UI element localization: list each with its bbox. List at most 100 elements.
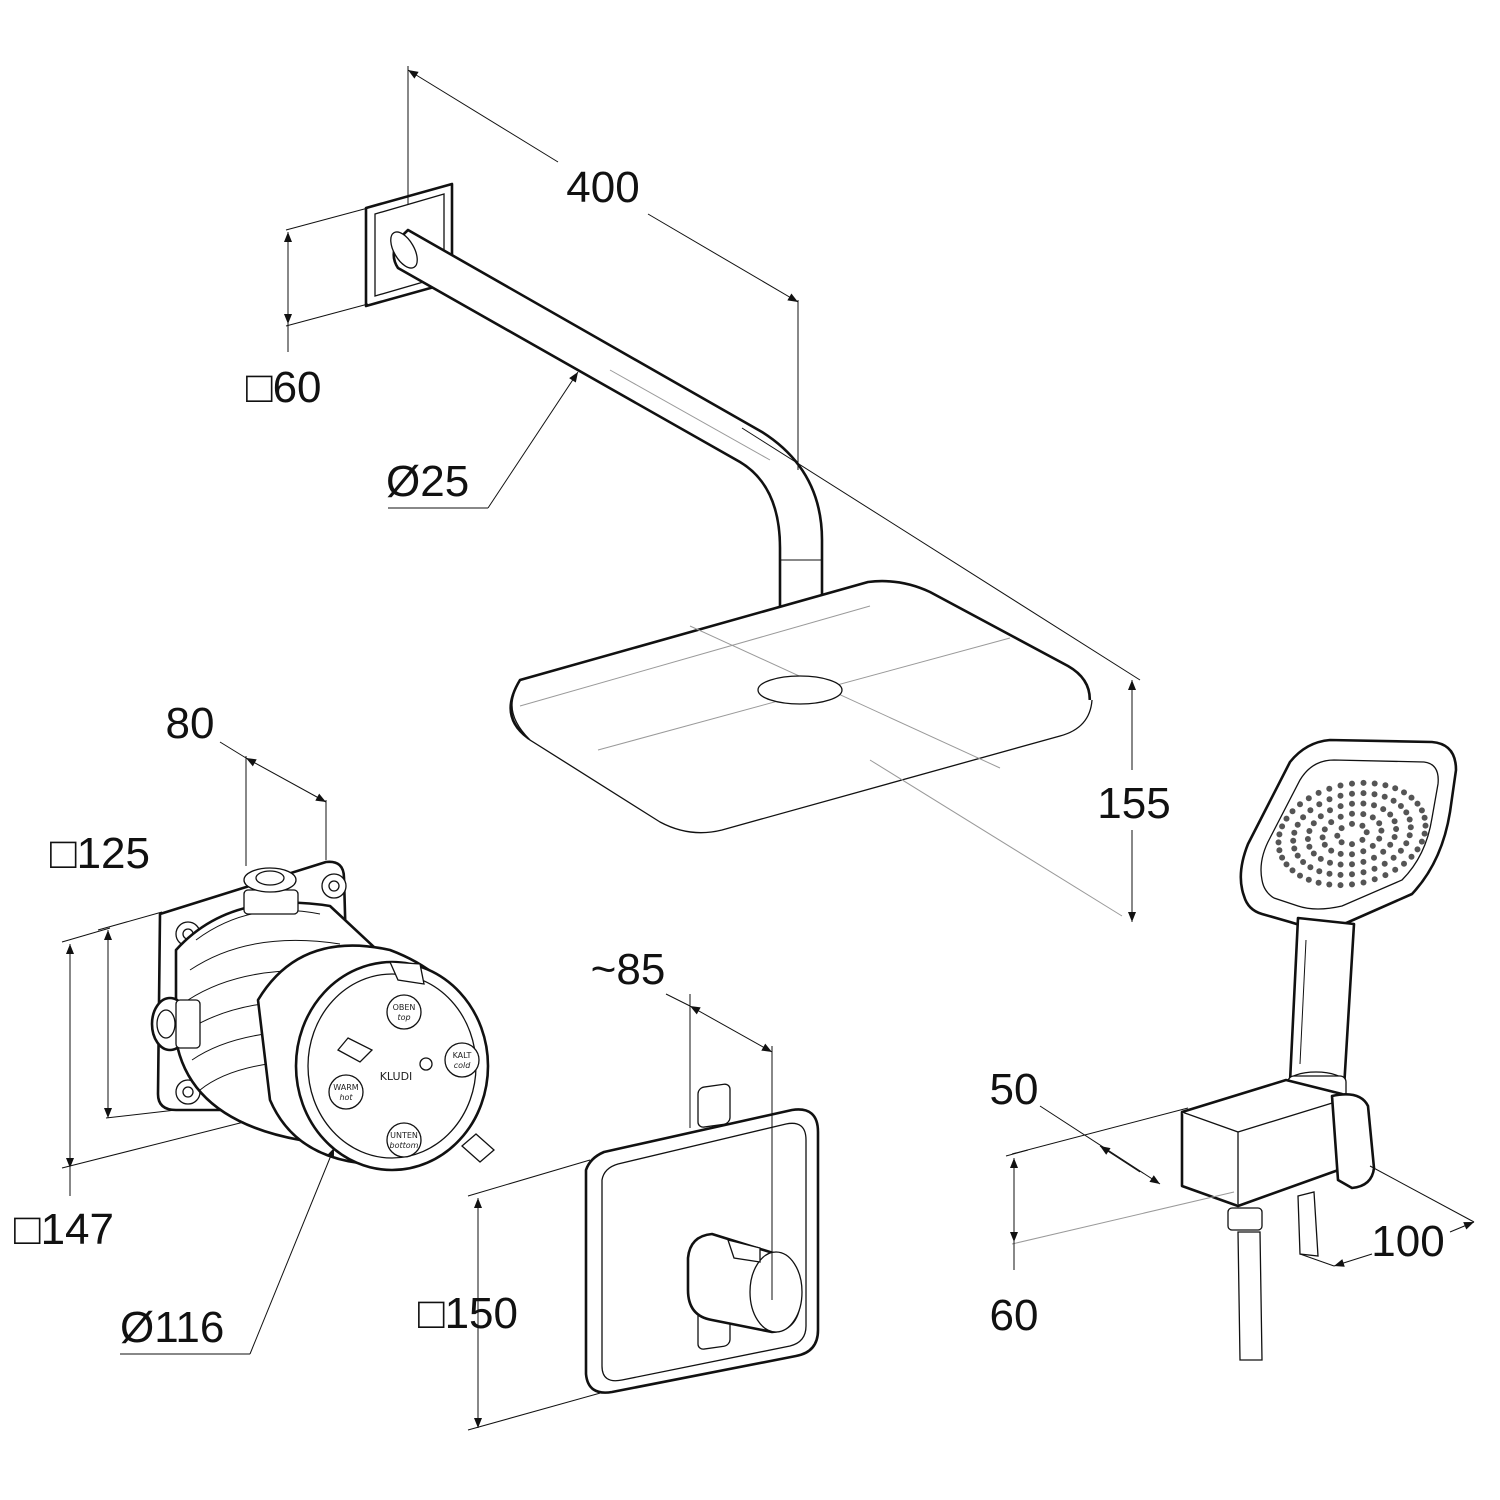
- nozzle-dot: [1310, 820, 1317, 827]
- nozzle-dot: [1337, 782, 1344, 789]
- nozzle-dot: [1317, 855, 1324, 862]
- nozzle-dot: [1337, 803, 1344, 810]
- nozzle-dot: [1371, 854, 1377, 861]
- nozzle-dot: [1406, 816, 1413, 823]
- nozzle-dot: [1363, 829, 1370, 836]
- dim-body-diameter-label: Ø116: [120, 1303, 224, 1352]
- label-bottom-de: UNTEN: [390, 1131, 418, 1140]
- nozzle-dot: [1421, 830, 1428, 837]
- nozzle-dot: [1422, 822, 1429, 829]
- nozzle-dot: [1387, 841, 1394, 848]
- dim-arm-diameter: Ø25: [386, 371, 579, 509]
- dim-wall-flange: □60: [246, 207, 369, 412]
- nozzle-dot: [1359, 836, 1366, 843]
- nozzle-dot: [1337, 861, 1344, 868]
- nozzle-dot: [1327, 859, 1333, 866]
- nozzle-dot: [1381, 793, 1388, 800]
- dim-cover-size-label: □150: [418, 1289, 518, 1338]
- nozzle-dot: [1349, 790, 1355, 797]
- nozzle-dot: [1326, 881, 1333, 888]
- nozzle-dot: [1392, 866, 1399, 873]
- nozzle-dot: [1387, 811, 1394, 818]
- nozzle-dot: [1279, 823, 1286, 830]
- concealed-body: OBEN top KALT cold WARM hot UNTEN bottom…: [14, 699, 495, 1355]
- label-bottom-en: bottom: [390, 1141, 419, 1150]
- nozzle-dot: [1315, 789, 1322, 796]
- nozzle-dot: [1305, 876, 1312, 883]
- nozzle-dot: [1349, 800, 1355, 807]
- label-hot-en: hot: [339, 1093, 353, 1102]
- shower-head: [509, 579, 1123, 917]
- dim-holder-length-label: 100: [1371, 1217, 1444, 1266]
- nozzle-dot: [1378, 827, 1385, 834]
- nozzle-dot: [1349, 881, 1355, 888]
- nozzle-dot: [1326, 870, 1333, 877]
- nozzle-dot: [1275, 839, 1282, 846]
- nozzle-dot: [1408, 853, 1415, 860]
- overhead-shower: 400 □60 Ø25 155: [246, 66, 1171, 922]
- dim-arm-diameter-label: Ø25: [386, 457, 469, 506]
- nozzle-dot: [1307, 807, 1314, 814]
- nozzle-dot: [1421, 814, 1428, 821]
- label-top-de: OBEN: [393, 1003, 416, 1012]
- nozzle-dot: [1337, 850, 1344, 857]
- dim-body-diameter: Ø116: [120, 1147, 335, 1355]
- nozzle-dot: [1360, 800, 1367, 807]
- nozzle-dot: [1381, 860, 1388, 867]
- dim-cover-projection: ~85: [591, 945, 773, 1300]
- thermostat-cover: ~85 □150: [418, 945, 820, 1431]
- nozzle-dot: [1380, 848, 1387, 855]
- nozzle-dot: [1369, 814, 1376, 821]
- nozzle-dot: [1392, 785, 1399, 792]
- nozzle-dot: [1306, 828, 1313, 834]
- nozzle-dot: [1371, 876, 1378, 883]
- protective-cap: OBEN top KALT cold WARM hot UNTEN bottom…: [256, 944, 495, 1172]
- dim-holder-length: 100: [1299, 1165, 1475, 1267]
- nozzle-dot: [1349, 841, 1355, 848]
- dim-cover-size: □150: [418, 1159, 605, 1431]
- dim-head-height-label: 155: [1097, 779, 1170, 828]
- nozzle-dot: [1360, 879, 1367, 886]
- nozzle-dot: [1349, 861, 1355, 868]
- dim-holder-height-label: 60: [990, 1291, 1039, 1340]
- hand-shower-set: 50 60 100: [990, 738, 1475, 1361]
- nozzle-dot: [1337, 882, 1344, 889]
- nozzle-dot: [1391, 834, 1398, 840]
- nozzle-dot: [1291, 829, 1298, 836]
- nozzle-dot: [1310, 850, 1317, 857]
- nozzle-dot: [1360, 869, 1367, 876]
- nozzle-dot: [1403, 809, 1410, 816]
- nozzle-dot: [1371, 791, 1378, 798]
- nozzle-dot: [1382, 872, 1389, 879]
- nozzle-dot: [1359, 822, 1366, 829]
- label-cold-en: cold: [454, 1061, 472, 1070]
- dim-cover-projection-label: ~85: [591, 945, 666, 994]
- nozzle-dot: [1294, 821, 1301, 828]
- nozzle-dot: [1390, 797, 1397, 804]
- nozzle-dot: [1291, 845, 1298, 852]
- nozzle-dot: [1382, 782, 1389, 789]
- nozzle-dot: [1401, 789, 1407, 796]
- nozzle-dot: [1337, 792, 1344, 799]
- nozzle-dot: [1376, 835, 1383, 842]
- nozzle-dot: [1334, 832, 1341, 839]
- dim-arm-length: 400: [407, 66, 799, 470]
- nozzle-dot: [1304, 836, 1311, 842]
- nozzle-dot: [1326, 785, 1333, 792]
- nozzle-dot: [1360, 790, 1367, 797]
- nozzle-dot: [1328, 819, 1335, 826]
- nozzle-dot: [1315, 879, 1322, 886]
- dim-holder-depth-label: 50: [990, 1065, 1039, 1114]
- nozzle-dot: [1337, 871, 1344, 878]
- nozzle-dot: [1397, 847, 1404, 854]
- nozzle-dot: [1407, 824, 1414, 831]
- nozzle-dot: [1371, 802, 1377, 809]
- nozzle-dot: [1300, 814, 1307, 821]
- nozzle-dot: [1371, 865, 1378, 872]
- nozzle-dot: [1289, 808, 1296, 815]
- dim-plate-outer: □147: [14, 927, 245, 1254]
- nozzle-dot: [1418, 838, 1425, 845]
- nozzle-dot: [1307, 864, 1314, 871]
- nozzle-dot: [1316, 801, 1323, 808]
